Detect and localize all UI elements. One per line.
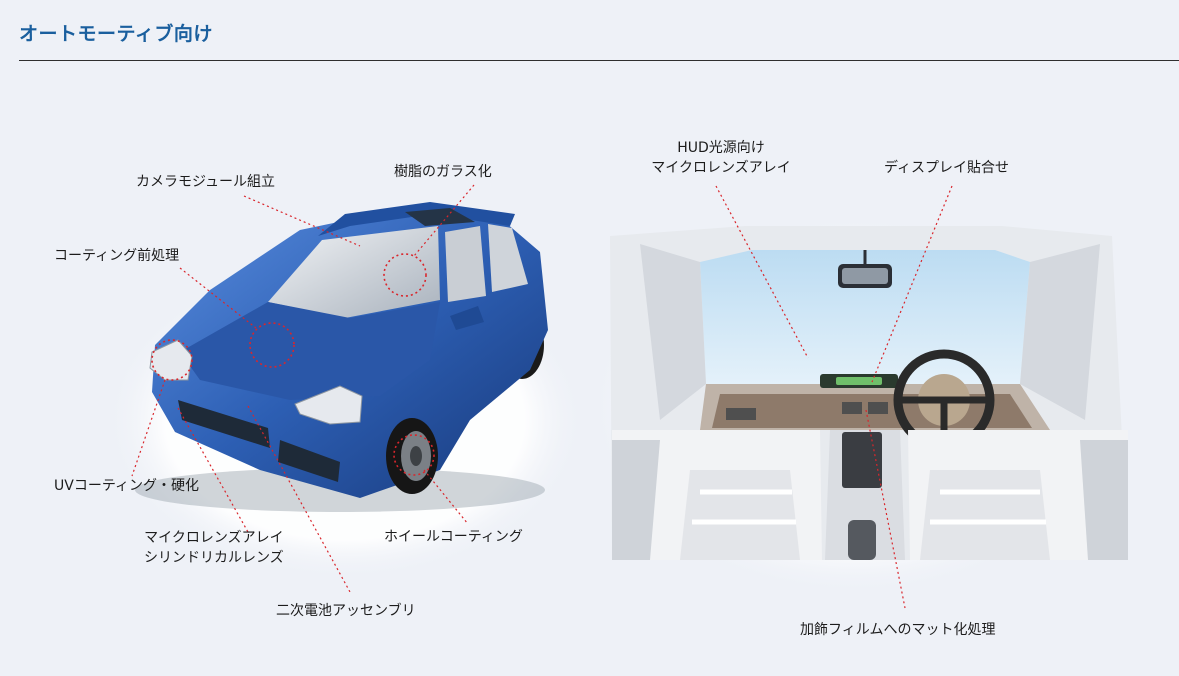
label-battery-assembly: 二次電池アッセンブリ (276, 603, 416, 619)
label-hud-line2: マイクロレンズアレイ (651, 160, 791, 176)
title-divider (19, 60, 1179, 61)
label-wheel-coating: ホイールコーティング (384, 529, 523, 545)
label-microlens-line1: マイクロレンズアレイ (144, 530, 284, 546)
label-microlens-array: マイクロレンズアレイ シリンドリカルレンズ (144, 528, 284, 568)
car-highlight-circles (151, 253, 435, 476)
label-resin-glass: 樹脂のガラス化 (394, 164, 492, 180)
label-hud-microlens: HUD光源向け マイクロレンズアレイ (636, 138, 806, 178)
interior-leader-lines (715, 185, 953, 609)
car-leader-lines (131, 184, 475, 593)
label-camera-module: カメラモジュール組立 (136, 174, 276, 190)
label-microlens-line2: シリンドリカルレンズ (144, 550, 284, 566)
label-coating-pretreatment: コーティング前処理 (54, 248, 180, 264)
label-display-bonding: ディスプレイ貼合せ (884, 160, 1010, 176)
page-title: オートモーティブ向け (19, 23, 213, 45)
label-uv-coating: UVコーティング・硬化 (54, 478, 199, 494)
interior-illustration (590, 215, 1128, 595)
label-hud-line1: HUD光源向け (677, 140, 765, 156)
label-matte-film: 加飾フィルムへのマット化処理 (800, 622, 996, 638)
